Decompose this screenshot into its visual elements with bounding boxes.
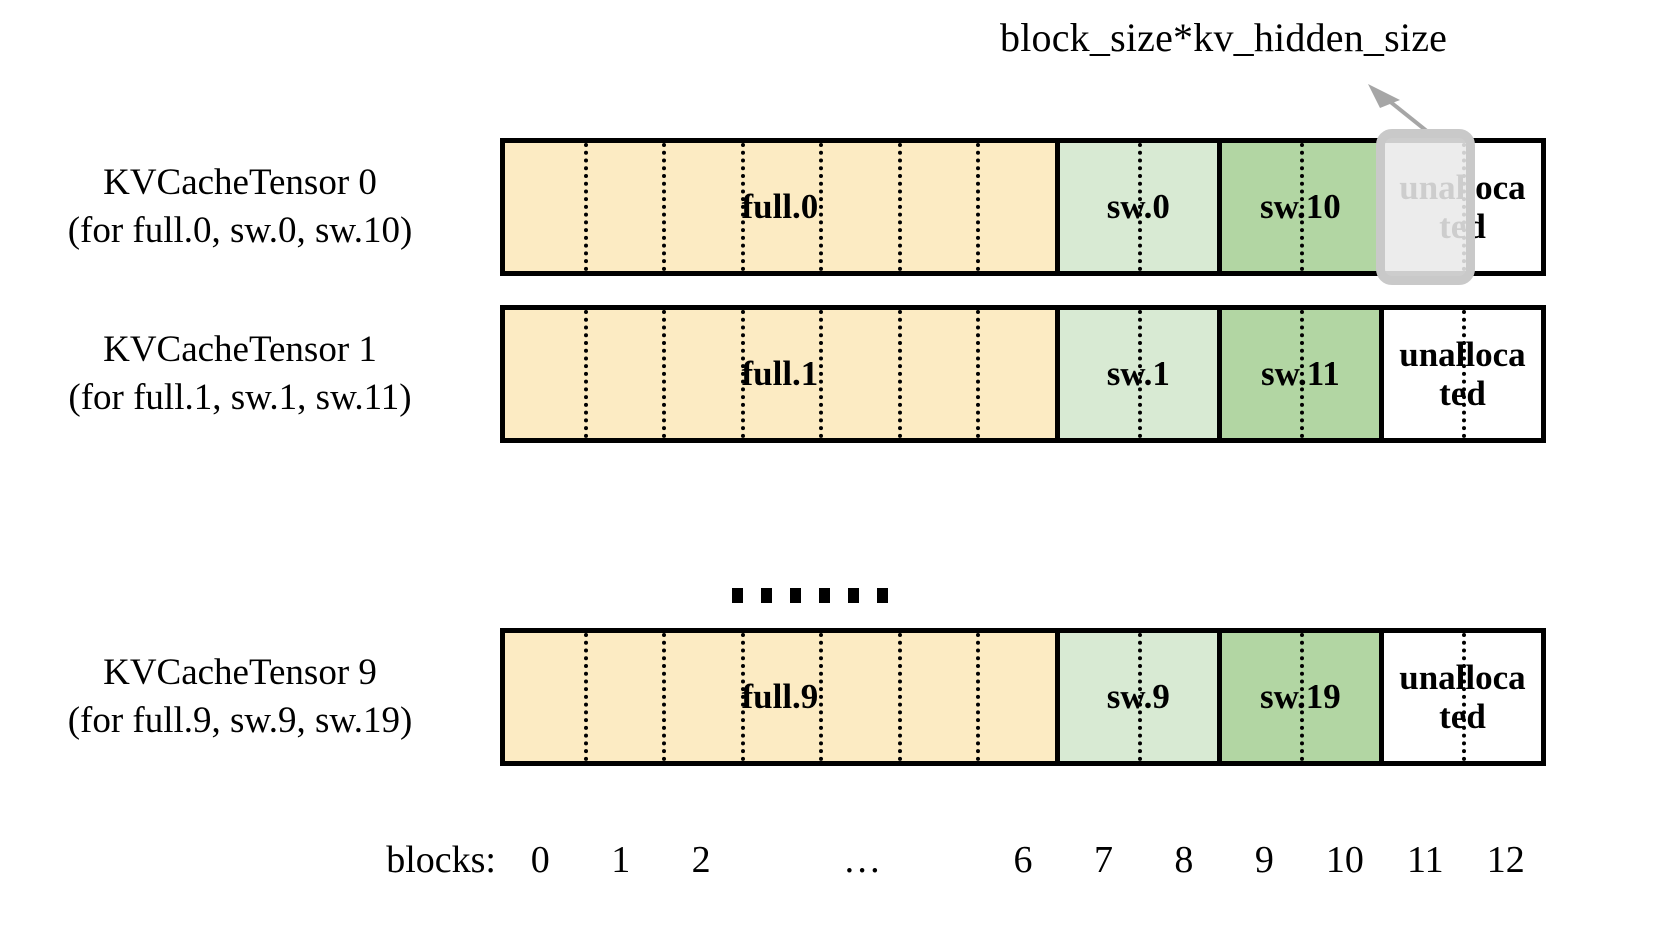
tensor-row-label: KVCacheTensor 1 (for full.1, sw.1, sw.11) [0,326,480,422]
block-divider-group [505,633,1055,761]
tensor-row-label-line1: KVCacheTensor 9 [103,651,377,693]
block-divider [976,143,981,271]
segment-label: full.0 [741,187,819,227]
block-divider [1300,633,1305,761]
block-divider [897,143,902,271]
block-divider-group [1060,143,1217,271]
tensor-row-label-line2: (for full.0, sw.0, sw.10) [67,210,413,251]
block-divider [583,310,588,438]
block-divider [819,143,824,271]
tensor-row-label-line1: KVCacheTensor 0 [103,161,377,203]
axis-tick-label: 9 [1254,839,1274,881]
block-divider [662,310,667,438]
tensor-row-label-line2: (for full.1, sw.1, sw.11) [68,377,412,418]
segment-full: full.0 [505,143,1055,271]
tensor-row: KVCacheTensor 0 (for full.0, sw.0, sw.10)… [0,129,1676,285]
ellipsis-dot [732,588,743,603]
tensor-row: KVCacheTensor 1 (for full.1, sw.1, sw.11)… [0,305,1676,443]
ellipsis-dot [790,588,801,603]
block-divider [1138,310,1143,438]
block-divider [1462,310,1467,438]
block-divider-group [1060,310,1217,438]
segment-sw-dark: sw.19 [1216,633,1379,761]
axis-tick-label: 0 [530,839,550,881]
segment-sw-dark: sw.11 [1216,310,1379,438]
segment-label: sw.11 [1260,354,1340,394]
block-divider [1300,143,1305,271]
block-divider [583,143,588,271]
ellipsis-dot [819,588,830,603]
block-divider [976,633,981,761]
tensor-row-label: KVCacheTensor 9 (for full.9, sw.9, sw.19) [0,649,480,745]
ellipsis-dot [848,588,859,603]
block-divider [819,633,824,761]
block-divider-group [1222,143,1379,271]
block-divider [740,143,745,271]
tensor-row-label-line2: (for full.9, sw.9, sw.19) [67,700,413,741]
axis-tick-label: 7 [1093,839,1113,881]
axis-tick-label: 1 [611,839,631,881]
ellipsis-dot [761,588,772,603]
block-divider-group [505,310,1055,438]
tensor-row: KVCacheTensor 9 (for full.9, sw.9, sw.19)… [0,628,1676,766]
block-highlight-box [1376,129,1475,285]
segment-label: full.1 [741,354,819,394]
segment-full: full.1 [505,310,1055,438]
kv-cache-tensor-bar: full.9 sw.9 sw.19 unalloca ted [500,628,1546,766]
tensor-row-label-line1: KVCacheTensor 1 [103,328,377,370]
block-divider [897,633,902,761]
segment-label: full.9 [741,677,819,717]
block-divider [1462,633,1467,761]
block-divider-group [1222,633,1379,761]
block-divider-group [1222,310,1379,438]
block-divider [740,310,745,438]
axis-tick-label: … [843,839,882,881]
block-divider [1300,310,1305,438]
segment-label: sw.19 [1260,677,1341,717]
block-divider [1138,143,1143,271]
block-divider [897,310,902,438]
block-divider [740,633,745,761]
segment-label: sw.0 [1106,187,1170,227]
segment-label: sw.10 [1260,187,1341,227]
block-divider-group [1060,633,1217,761]
axis-tick-label: 6 [1013,839,1033,881]
vertical-ellipsis [500,588,1676,603]
block-divider [662,633,667,761]
segment-full: full.9 [505,633,1055,761]
callout-label: block_size*kv_hidden_size [1000,15,1448,60]
segment-sw-dark: sw.10 [1216,143,1379,271]
block-divider-group [505,143,1055,271]
segment-label: sw.9 [1106,677,1170,717]
block-divider [976,310,981,438]
block-divider [662,143,667,271]
axis-tick-label: 11 [1407,839,1444,881]
segment-unallocated: unalloca ted [1378,310,1541,438]
ellipsis-dot [877,588,888,603]
axis-tick-label: 12 [1486,839,1525,881]
axis-tick-label: 2 [691,839,711,881]
segment-sw-light: sw.1 [1054,310,1217,438]
axis-tick-label: 8 [1174,839,1194,881]
block-divider [583,633,588,761]
segment-sw-light: sw.0 [1054,143,1217,271]
tensor-row-label: KVCacheTensor 0 (for full.0, sw.0, sw.10) [0,159,480,255]
kv-cache-tensor-bar: full.1 sw.1 sw.11 unalloca ted [500,305,1546,443]
axis-title: blocks: [386,839,496,881]
segment-label: unalloca ted [1399,657,1526,736]
block-divider [1138,633,1143,761]
axis-tick-label: 10 [1325,839,1364,881]
block-divider-group [1384,633,1541,761]
block-divider-group [1384,310,1541,438]
segment-unallocated: unalloca ted [1378,633,1541,761]
segment-sw-light: sw.9 [1054,633,1217,761]
block-divider [819,310,824,438]
segment-label: sw.1 [1106,354,1170,394]
segment-label: unalloca ted [1399,334,1526,413]
